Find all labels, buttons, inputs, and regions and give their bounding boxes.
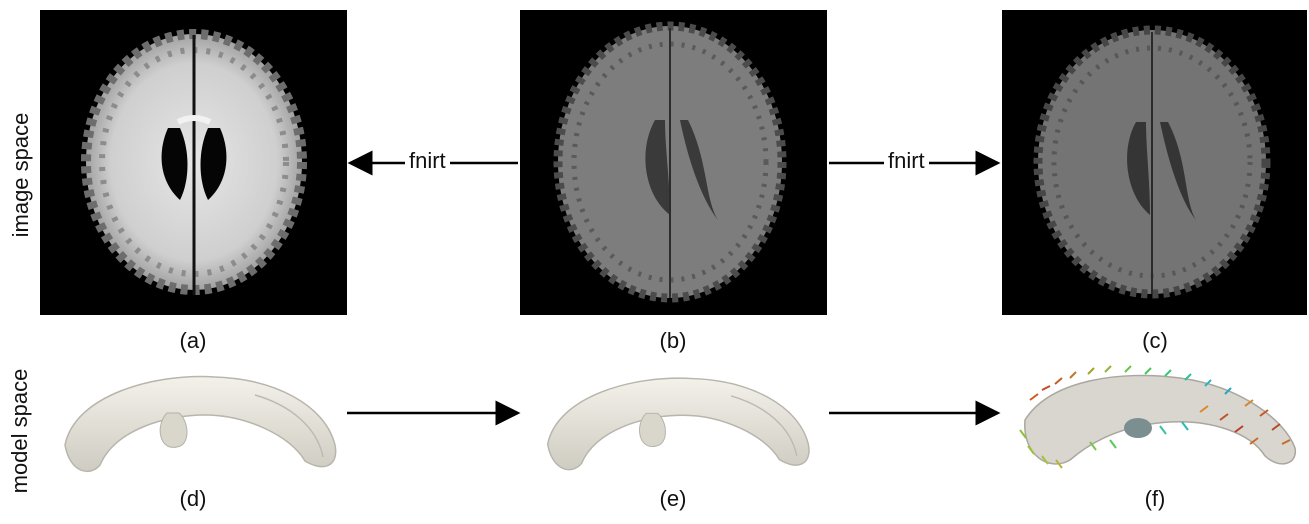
deformation-field-model-f: [1010, 360, 1300, 475]
corpus-callosum-model-d: [55, 365, 345, 480]
corpus-callosum-model-e: [538, 365, 818, 480]
fnirt-label-right: fnirt: [884, 148, 929, 174]
fnirt-label-left: fnirt: [405, 148, 450, 174]
